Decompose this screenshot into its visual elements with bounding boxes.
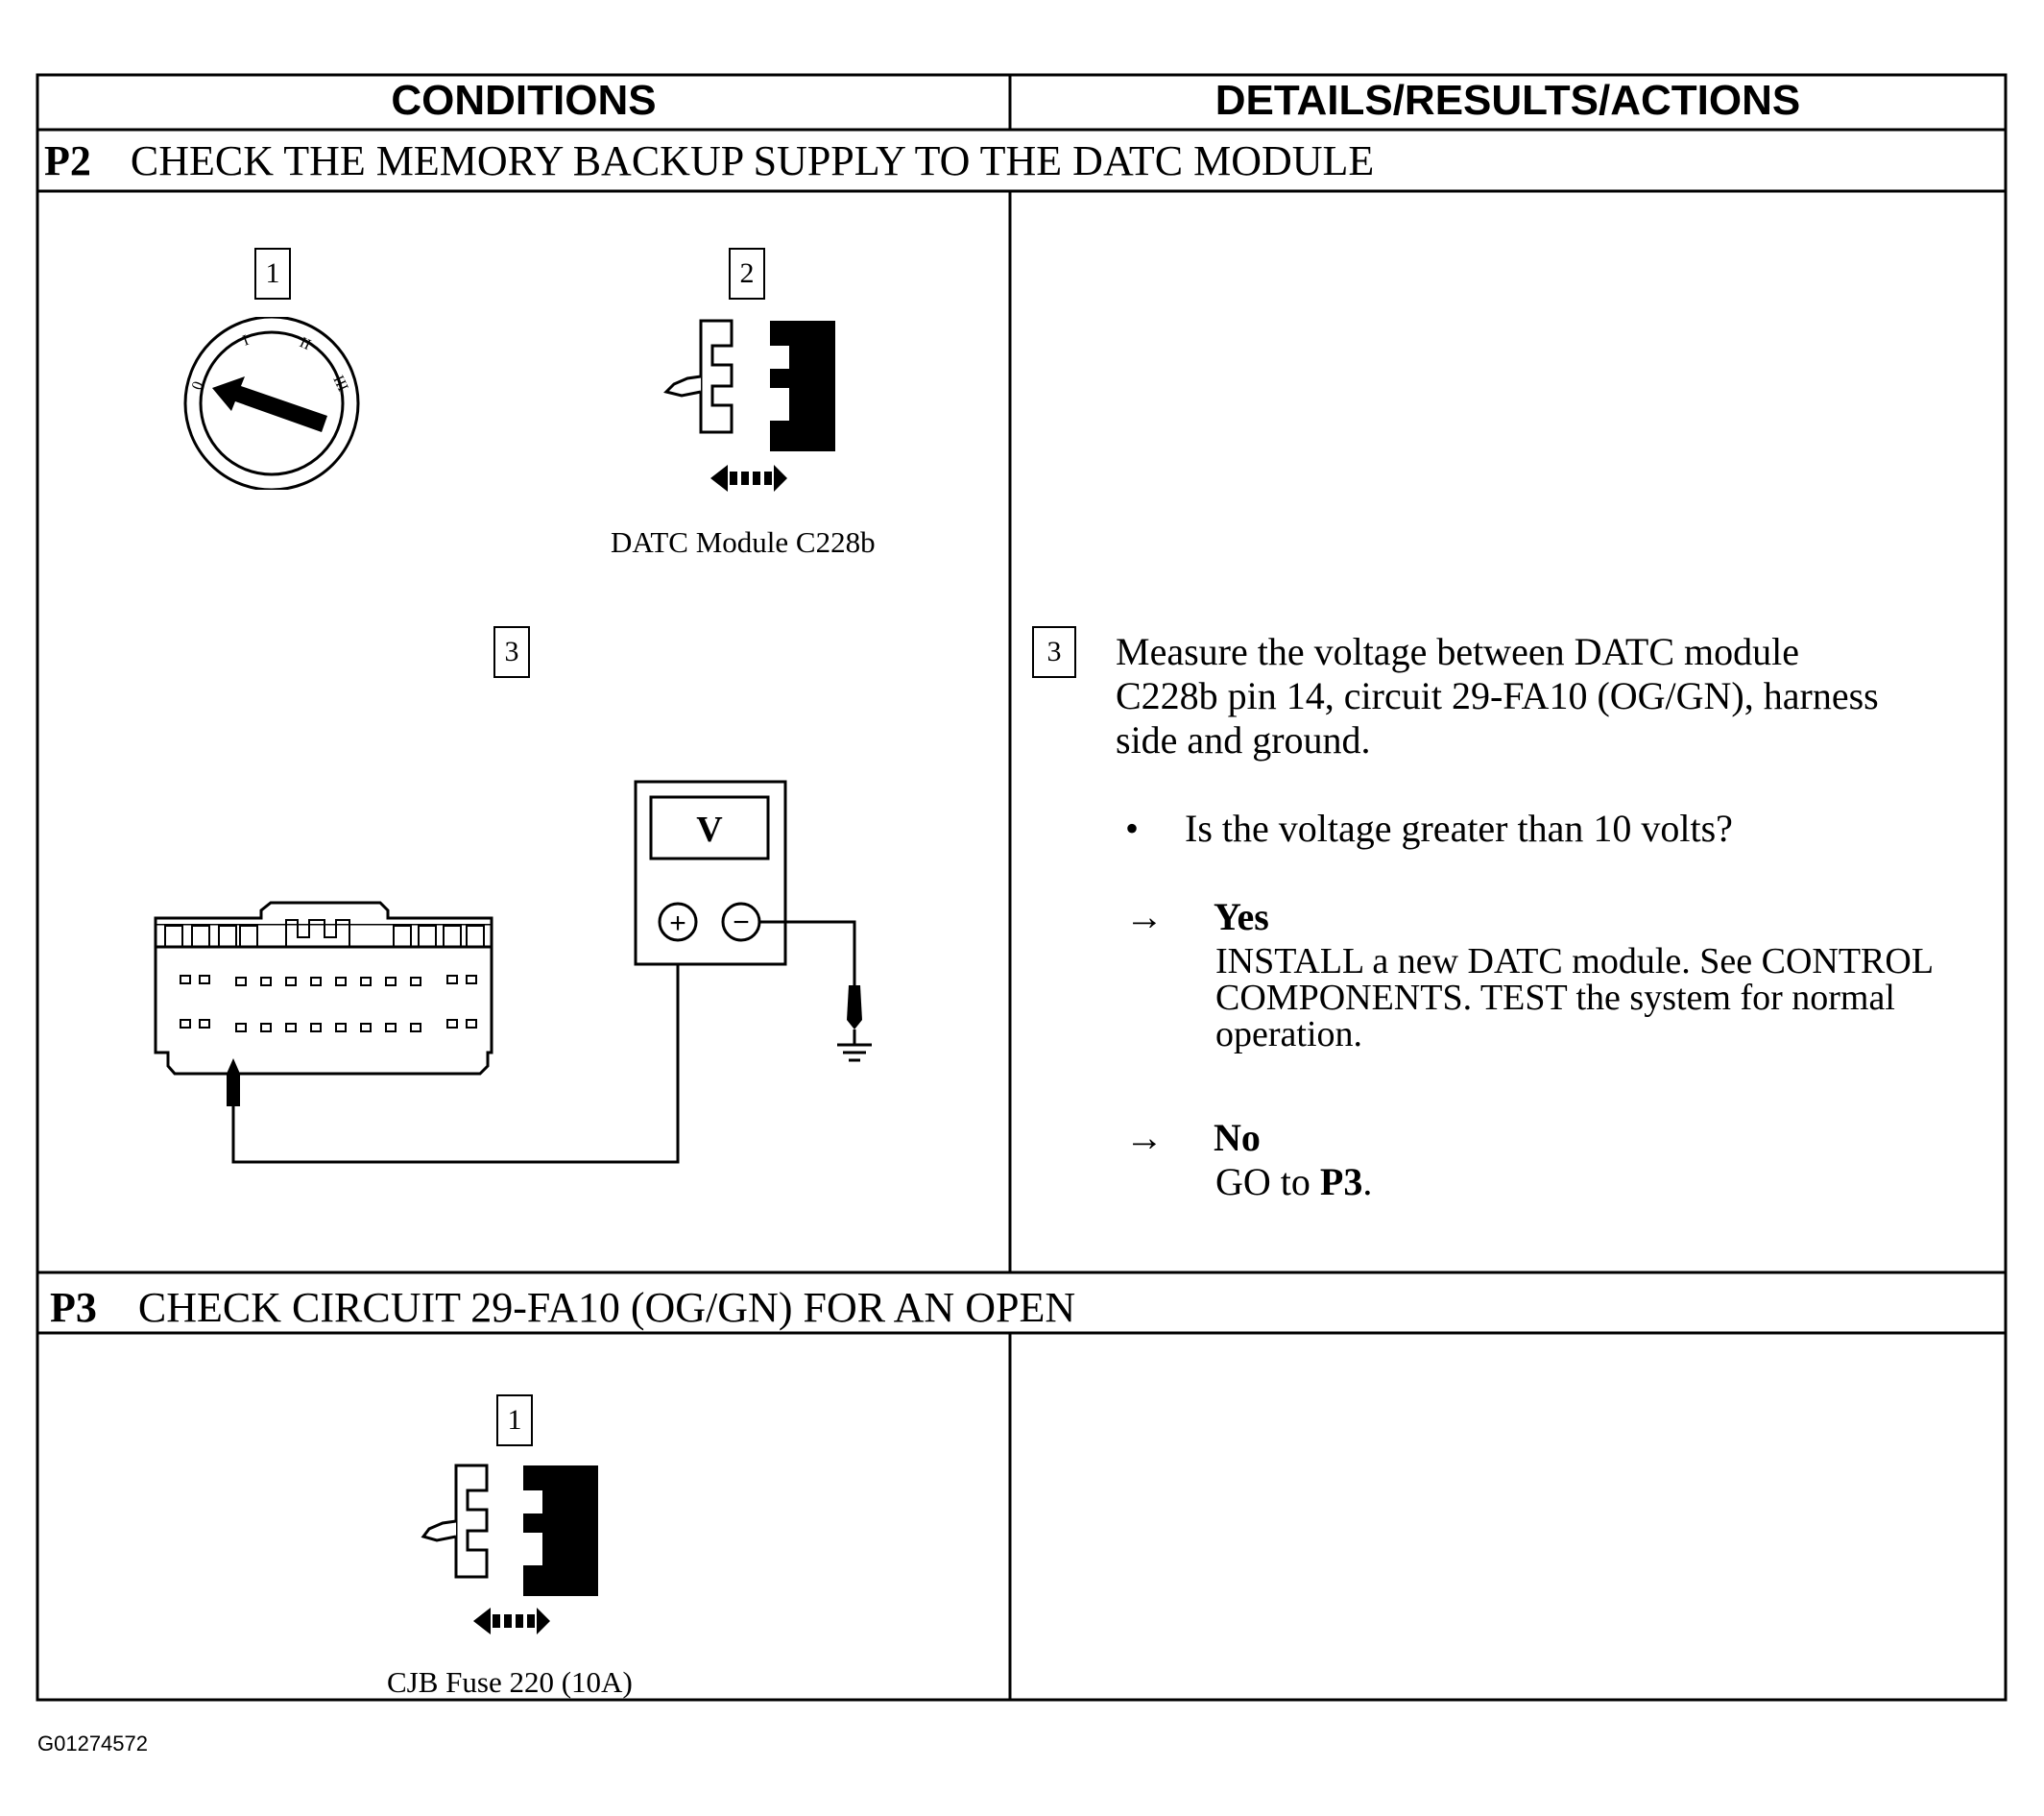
conditions-header: CONDITIONS: [391, 77, 657, 124]
no-arrow-icon: →: [1125, 1116, 1164, 1159]
no-label: No: [1214, 1116, 1261, 1159]
yes-action-line-1: INSTALL a new DATC module. See CONTROL: [1215, 941, 1935, 981]
no-action-target-link[interactable]: P3: [1319, 1160, 1363, 1203]
callout-2: 2: [729, 248, 765, 300]
no-action-prefix: GO to: [1215, 1160, 1320, 1203]
meter-display: V: [696, 810, 723, 850]
yes-action-line-2: COMPONENTS. TEST the system for normal: [1215, 978, 1895, 1018]
connector-disconnect-icon: [663, 319, 835, 492]
step-p3-number: P3: [50, 1284, 97, 1331]
step-p2-title: CHECK THE MEMORY BACKUP SUPPLY TO THE DA…: [130, 137, 1375, 184]
step-p2-title-row: P2 CHECK THE MEMORY BACKUP SUPPLY TO THE…: [44, 136, 1374, 185]
step-p2-number: P2: [44, 137, 91, 184]
details-header: DETAILS/RESULTS/ACTIONS: [1214, 77, 1801, 124]
p3-callout-1: 1: [496, 1394, 533, 1446]
question-bullet: •: [1125, 807, 1140, 850]
no-action: GO to P3.: [1215, 1160, 1372, 1203]
figure-id: G01274572: [37, 1731, 148, 1755]
ignition-switch-icon: 0 I II III: [183, 317, 360, 490]
step-p3-title: CHECK CIRCUIT 29-FA10 (OG/GN) FOR AN OPE…: [137, 1284, 1076, 1331]
no-action-suffix: .: [1362, 1160, 1373, 1203]
measure-instruction-line-1: Measure the voltage between DATC module: [1116, 630, 1800, 673]
measure-instruction-line-3: side and ground.: [1116, 718, 1371, 762]
yes-label: Yes: [1214, 895, 1269, 938]
meter-positive-terminal: +: [669, 908, 686, 939]
details-callout-3: 3: [1032, 626, 1076, 678]
fuse-disconnect-icon: [421, 1464, 598, 1634]
yes-action-line-3: operation.: [1215, 1014, 1363, 1054]
svg-text:III: III: [329, 374, 350, 395]
datc-connector-caption: DATC Module C228b: [611, 525, 876, 559]
svg-text:I: I: [241, 332, 252, 350]
measure-instruction-line-2: C228b pin 14, circuit 29-FA10 (OG/GN), h…: [1116, 674, 1879, 717]
yes-arrow-icon: →: [1125, 895, 1164, 938]
voltage-question: Is the voltage greater than 10 volts?: [1185, 807, 1733, 850]
callout-1: 1: [254, 248, 291, 300]
voltmeter-diagram: V + −: [154, 780, 872, 1164]
cjb-fuse-caption: CJB Fuse 220 (10A): [387, 1665, 633, 1699]
step-p3-title-row: P3 CHECK CIRCUIT 29-FA10 (OG/GN) FOR AN …: [50, 1283, 1075, 1332]
callout-3: 3: [493, 626, 530, 678]
meter-negative-terminal: −: [733, 907, 750, 938]
